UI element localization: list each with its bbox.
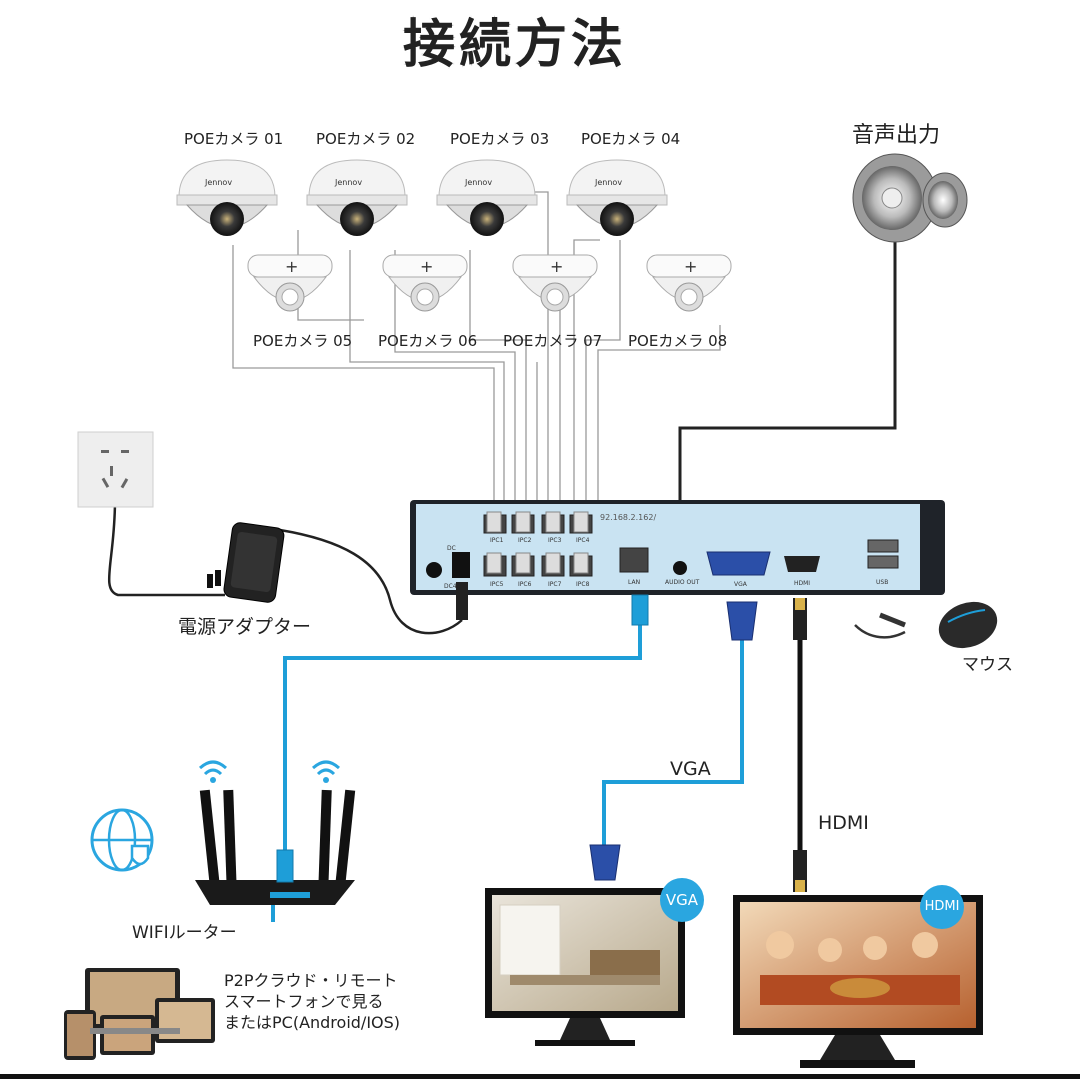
nvr-port-ipc8: IPC8 <box>576 581 590 588</box>
vga-cable <box>602 640 744 845</box>
wifi-router-icon <box>195 760 356 922</box>
monitor-vga <box>485 888 685 1046</box>
dome-camera-01: Jennov <box>176 159 278 236</box>
speaker-icon <box>852 153 968 243</box>
nvr-port-ipc5: IPC5 <box>490 581 504 588</box>
dome-camera-05: + <box>247 254 333 312</box>
p2p-description: P2Pクラウド・リモート スマートフォンで見る またはPC(Android/IO… <box>224 971 401 1032</box>
nvr-port-ipc6: IPC6 <box>518 581 532 588</box>
svg-text:+: + <box>684 257 697 276</box>
nvr-port-ipc7: IPC7 <box>548 581 562 588</box>
dome-camera-03: Jennov <box>436 159 538 236</box>
power-adapter-icon <box>207 522 285 603</box>
router-label: WIFIルーター <box>132 923 237 943</box>
camera-label-06: POEカメラ 06 <box>378 332 478 350</box>
nvr-port-ipc3: IPC3 <box>548 537 562 544</box>
audio-wire <box>678 240 897 520</box>
audio-output-label: 音声出力 <box>852 123 941 148</box>
globe-shield-icon <box>90 808 154 872</box>
nvr-ip-label: 92.168.2.162/ <box>600 513 656 522</box>
nvr-dc-label: DC48V <box>444 583 465 590</box>
nvr-vga-label: VGA <box>734 581 748 588</box>
camera-brand-label: Jennov <box>334 178 362 187</box>
vga-badge: VGA <box>660 878 704 922</box>
dome-camera-06: + <box>382 254 468 312</box>
nvr-hdmi-label: HDMI <box>794 580 810 587</box>
nvr-usb-label: USB <box>876 579 888 586</box>
vga-cable-label: VGA <box>670 758 711 780</box>
svg-text:DC: DC <box>447 545 456 552</box>
mouse-icon <box>854 601 998 649</box>
wifi-icon <box>198 760 341 776</box>
camera-brand-label: Jennov <box>204 178 232 187</box>
power-adapter-label: 電源アダプター <box>178 616 312 638</box>
camera-label-02: POEカメラ 02 <box>316 130 416 148</box>
dome-camera-02: Jennov <box>306 159 408 236</box>
devices-icon <box>64 968 215 1060</box>
page-title: 接続方法 <box>402 15 627 75</box>
camera-label-07: POEカメラ 07 <box>503 332 603 350</box>
hdmi-badge: HDMI <box>920 885 964 929</box>
camera-label-03: POEカメラ 03 <box>450 130 550 148</box>
nvr-lan-label: LAN <box>628 579 640 586</box>
nvr-port-ipc2: IPC2 <box>518 537 532 544</box>
nvr-port-ipc1: IPC1 <box>490 537 504 544</box>
camera-brand-label: Jennov <box>594 178 622 187</box>
camera-wires <box>232 191 721 515</box>
mouse-label: マウス <box>962 655 1013 675</box>
dome-camera-08: + <box>646 254 732 312</box>
wall-outlet-icon <box>77 431 154 508</box>
power-wires <box>107 499 463 635</box>
camera-brand-label: Jennov <box>464 178 492 187</box>
nvr-port-ipc4: IPC4 <box>576 537 590 544</box>
dome-camera-04: Jennov <box>566 159 668 236</box>
camera-label-01: POEカメラ 01 <box>184 130 284 148</box>
dome-camera-07: + <box>512 254 598 312</box>
lan-cable <box>283 625 642 870</box>
camera-label-05: POEカメラ 05 <box>253 332 353 350</box>
svg-text:+: + <box>285 257 298 276</box>
camera-label-08: POEカメラ 08 <box>628 332 728 350</box>
svg-text:+: + <box>420 257 433 276</box>
hdmi-cable-label: HDMI <box>818 812 869 834</box>
svg-text:+: + <box>550 257 563 276</box>
camera-label-04: POEカメラ 04 <box>581 130 681 148</box>
nvr-audio-label: AUDIO OUT <box>665 579 700 586</box>
